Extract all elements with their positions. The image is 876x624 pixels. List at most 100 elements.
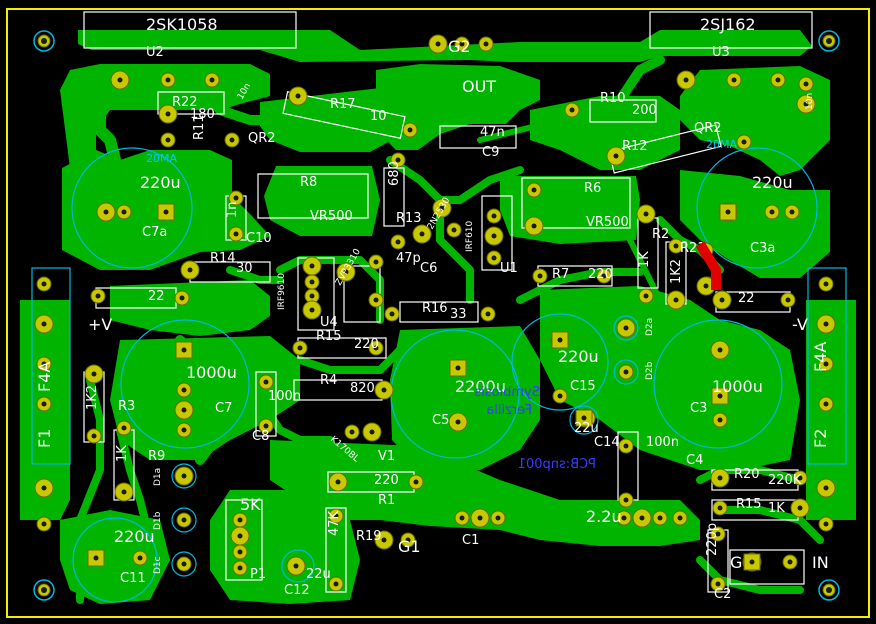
silk-label-g: G xyxy=(730,553,742,572)
silk-label-r22: R22 xyxy=(172,95,198,110)
irf610-label: IRF610 xyxy=(465,220,475,252)
solder-pad xyxy=(114,482,134,502)
solder-pad xyxy=(176,382,192,398)
silk-label-r10v: 200 xyxy=(632,103,657,118)
silk-label-vr500b: VR500 xyxy=(586,215,629,230)
silk-label-r20v: 220K xyxy=(768,473,802,488)
solder-pad xyxy=(780,292,796,308)
solder-pad xyxy=(792,470,808,486)
solder-pad xyxy=(480,306,496,322)
silk-label-f2: F2 xyxy=(811,429,830,448)
solder-pad xyxy=(158,104,178,124)
solder-pad xyxy=(258,374,274,390)
solder-pad xyxy=(668,238,684,254)
solder-pad xyxy=(454,36,470,52)
silk-label-r15bv: 1K xyxy=(768,501,785,516)
pad-hole xyxy=(455,365,461,371)
solder-pad xyxy=(84,364,104,384)
solder-pad xyxy=(36,276,52,292)
diode-d2b-label: D2b xyxy=(645,361,655,380)
solder-pad xyxy=(362,422,382,442)
solder-pad xyxy=(710,576,726,592)
pad-hole xyxy=(717,393,723,399)
solder-pad xyxy=(412,224,432,244)
silk-label-c7v: 1000u xyxy=(186,363,237,382)
solder-pad xyxy=(596,268,612,284)
current-20ma-right-label: 20MA xyxy=(706,138,737,151)
solder-pad xyxy=(86,428,102,444)
solder-pad xyxy=(606,146,626,166)
silk-label-r15b: R15 xyxy=(736,497,762,512)
silk-label-in: IN xyxy=(812,553,829,572)
silk-label-r5: 22 xyxy=(148,289,165,304)
solder-pad xyxy=(400,532,416,548)
silk-label-r1: R1 xyxy=(378,493,395,508)
solder-pad xyxy=(230,526,250,546)
solder-pad xyxy=(36,396,52,412)
silk-label-c4: C4 xyxy=(686,453,703,468)
solder-pad xyxy=(552,388,568,404)
solder-pad xyxy=(288,86,308,106)
solder-pad xyxy=(710,468,730,488)
silk-label-u3: U3 xyxy=(712,45,730,60)
solder-pad xyxy=(174,400,194,420)
solder-pad xyxy=(446,222,462,238)
diode-d1c-label: D1c xyxy=(153,556,163,574)
silk-label-f4aa: F4A xyxy=(35,362,54,392)
solder-pad xyxy=(816,478,836,498)
output-label: OUT xyxy=(462,77,496,96)
red-jumper-wire xyxy=(695,241,721,290)
solder-pad xyxy=(712,290,732,310)
solder-pad xyxy=(176,556,192,572)
pad-hole xyxy=(181,347,187,353)
silk-label-c10v: 1n xyxy=(225,201,240,218)
ground-g2-label: G2 xyxy=(448,37,471,56)
silk-label-r22v: 180 xyxy=(190,107,215,122)
solder-pad xyxy=(770,72,786,88)
solder-pad xyxy=(712,500,728,516)
solder-pad xyxy=(432,198,452,218)
silk-label-r2v: 1K xyxy=(637,251,652,268)
solder-pad xyxy=(110,70,130,90)
silk-label-p1: P1 xyxy=(250,567,266,582)
diode-d2a-label: D2a xyxy=(645,318,655,336)
silk-label-f1: F1 xyxy=(35,429,54,448)
silk-label-r15: R15 xyxy=(316,329,342,344)
solder-pad xyxy=(116,420,132,436)
solder-pad xyxy=(638,288,654,304)
solder-pad xyxy=(204,72,220,88)
silk-label-r3v: 1K2 xyxy=(85,385,100,410)
mirror-text-line3: PCB:snp001 xyxy=(518,457,596,472)
solder-pad xyxy=(160,72,176,88)
solder-pad xyxy=(764,204,780,220)
silk-label-r19: R19 xyxy=(356,529,382,544)
silk-label-c7av: 220u xyxy=(140,173,181,192)
solder-pad xyxy=(818,356,834,372)
silk-label-r3: R3 xyxy=(118,399,135,414)
mirrored-text-group: Symbiosis Ferzilla PCB:snp001 xyxy=(474,385,596,472)
solder-pad xyxy=(304,288,320,304)
solder-pad xyxy=(374,530,394,550)
silk-label-c8v: 100n xyxy=(268,389,301,404)
silk-label-u1: U1 xyxy=(500,261,518,276)
solder-pad xyxy=(96,202,116,222)
silk-label-c14v: 22u xyxy=(574,421,599,436)
solder-pad xyxy=(224,132,240,148)
silk-label-r1v: 220 xyxy=(374,473,399,488)
silk-label-r11: R11 xyxy=(192,114,207,140)
silk-label-c4v: 100n xyxy=(646,435,679,450)
solder-pad xyxy=(34,478,54,498)
silk-label-r2: R2 xyxy=(652,227,669,242)
solder-pad xyxy=(676,70,696,90)
solder-pad xyxy=(304,274,320,290)
pad-hole xyxy=(581,415,587,421)
silk-label-r17: R17 xyxy=(330,97,356,112)
solder-pad xyxy=(132,550,148,566)
solder-pad xyxy=(344,424,360,440)
silk-label-c3v: 1000u xyxy=(712,377,763,396)
silk-label-c9v: 47n xyxy=(480,125,505,140)
trace-layer xyxy=(76,55,824,604)
solder-pad xyxy=(618,492,634,508)
silk-label-c7a: C7a xyxy=(142,225,167,240)
solder-pad xyxy=(524,216,544,236)
